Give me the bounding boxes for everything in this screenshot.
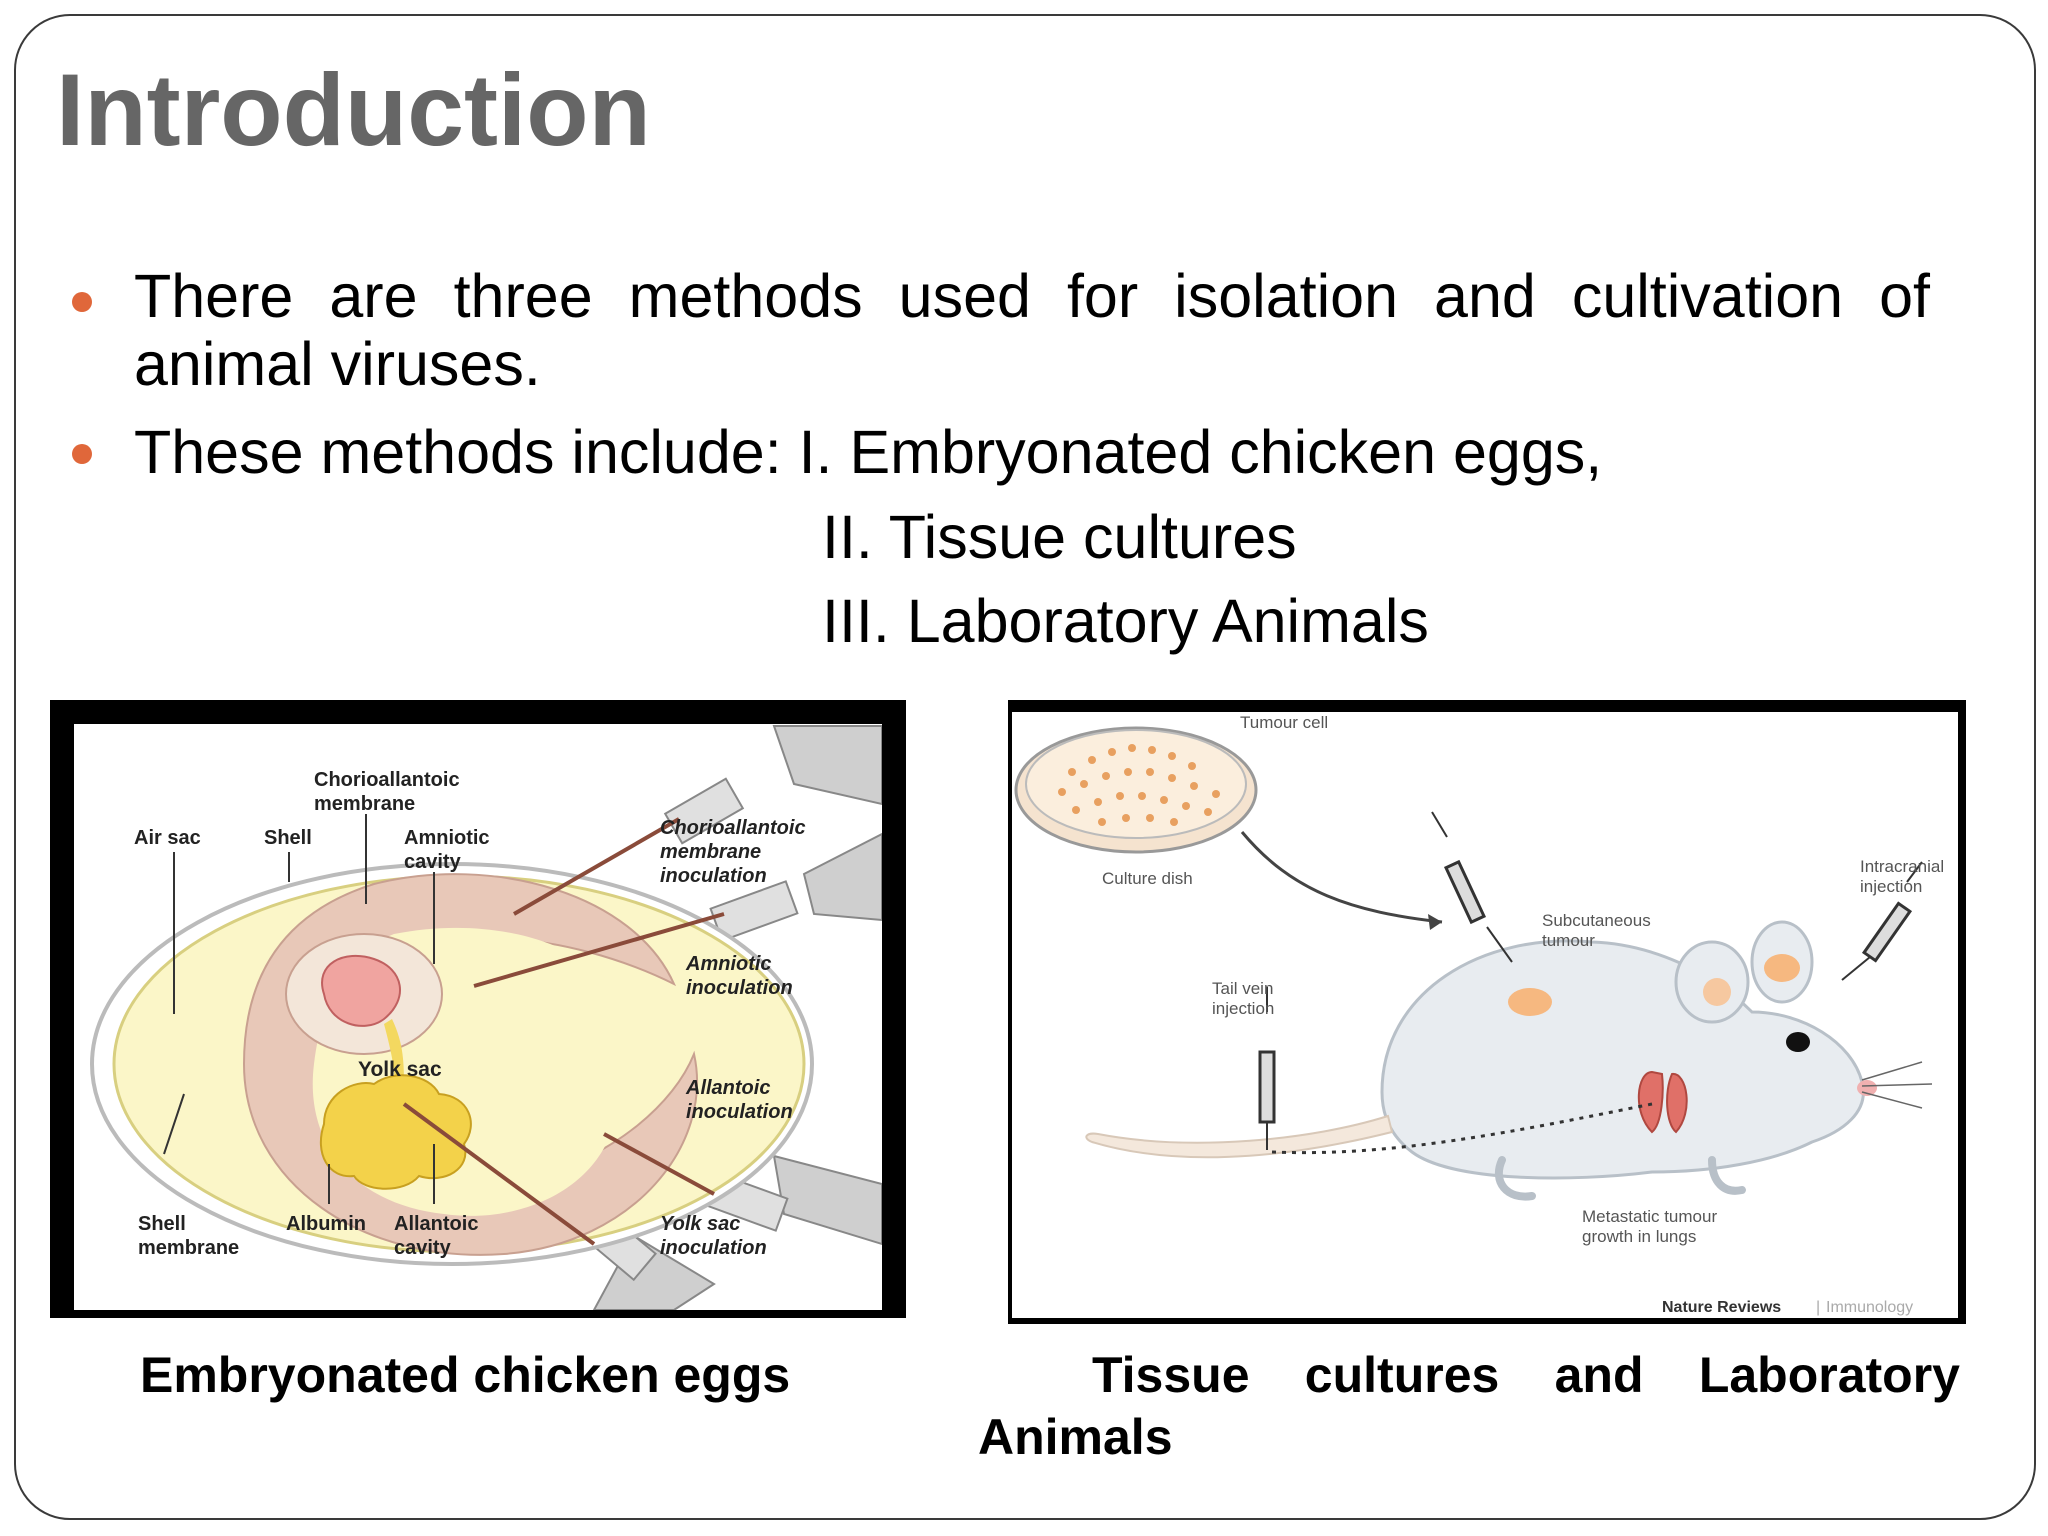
label-intracranial-2: injection [1860, 877, 1922, 896]
syringe-barrel [772, 1154, 882, 1246]
label-subcutaneous-1: Subcutaneous [1542, 911, 1651, 930]
mouse-figure-caption-line1: Tissue cultures and Laboratory [1092, 1347, 1960, 1403]
label-tail-vein-1: Tail vein [1212, 979, 1273, 998]
needle [603, 1132, 715, 1196]
syringe-tail-vein [1258, 1050, 1276, 1124]
needle [473, 912, 725, 988]
syringe-barrel [772, 725, 882, 806]
mouse-tail [1085, 1114, 1394, 1159]
slide-title: Introduction [56, 53, 651, 167]
label-allantoic-cavity-2: cavity [394, 1237, 452, 1259]
bullet-dot [72, 444, 92, 464]
label-albumin: Albumin [286, 1213, 366, 1235]
label-tumour-cell: Tumour cell [1240, 713, 1328, 732]
ear-pink [1703, 978, 1731, 1006]
mouse-eye [1786, 1032, 1810, 1052]
label-amniotic-inoculation-2: inoculation [686, 977, 793, 999]
bullet-text-1: There are three methods used for isolati… [134, 262, 1930, 398]
label-metastatic-2: growth in lungs [1582, 1227, 1696, 1246]
syringe-barrel [802, 832, 882, 922]
label-yolk-sac: Yolk sac [358, 1058, 442, 1081]
transfer-arrow [1240, 831, 1443, 924]
source-credit-b: Immunology [1826, 1299, 1913, 1316]
syringe-intracranial [1861, 901, 1913, 963]
label-yolk-sac-inoculation-2: inoculation [660, 1237, 767, 1259]
source-credit-a: Nature Reviews [1662, 1299, 1781, 1316]
label-tail-vein-2: injection [1212, 999, 1274, 1018]
label-subcutaneous-2: tumour [1542, 931, 1595, 950]
mouse-figure-canvas: Tumour cell Culture dish Intracranial in… [1012, 712, 1958, 1318]
pointer-line [163, 1093, 185, 1155]
syringe-subcutaneous [1443, 859, 1487, 925]
label-allantoic-inoculation-2: inoculation [686, 1101, 793, 1123]
lungs [1637, 1070, 1688, 1134]
egg-diagram: Chorioallantoic membrane Air sac Shell A… [90, 725, 882, 1310]
method-item-2: II. Tissue cultures [822, 503, 1297, 571]
egg-figure-canvas: Chorioallantoic membrane Air sac Shell A… [74, 724, 882, 1310]
embryo [321, 954, 401, 1027]
label-allantoic-inoculation-1: Allantoic [685, 1077, 770, 1099]
label-intracranial-1: Intracranial [1860, 857, 1944, 876]
label-cam-inoculation-1: Chorioallantoic [660, 817, 806, 839]
method-item-3: III. Laboratory Animals [822, 587, 1429, 655]
source-credit-sep: | [1816, 1299, 1820, 1316]
label-yolk-sac-inoculation-1: Yolk sac [660, 1213, 740, 1235]
label-shell-membrane-1: Shell [138, 1213, 186, 1235]
label-amniotic-cavity-2: cavity [404, 851, 462, 873]
mouse-leg [1708, 1156, 1746, 1195]
syringe-hub [663, 777, 745, 845]
subcutaneous-tumour [1508, 988, 1552, 1016]
label-shell-membrane-2: membrane [138, 1237, 239, 1259]
bullet-text-2: These methods include: I. Embryonated ch… [134, 418, 1603, 486]
mouse-figure-caption-line2: Animals [978, 1409, 1173, 1465]
injection-site-head [1764, 954, 1800, 982]
egg-figure-caption: Embryonated chicken eggs [140, 1347, 791, 1403]
label-amniotic-cavity-1: Amniotic [404, 827, 490, 849]
mouse-diagram: Tumour cell Culture dish Intracranial in… [1014, 713, 1944, 1316]
label-metastatic-1: Metastatic tumour [1582, 1207, 1717, 1226]
label-amniotic-inoculation-1: Amniotic [685, 953, 772, 975]
label-culture-dish: Culture dish [1102, 869, 1193, 888]
mouse-figure-frame: Tumour cell Culture dish Intracranial in… [1008, 700, 1966, 1324]
label-cam-inoculation-3: inoculation [660, 865, 767, 887]
label-shell: Shell [264, 827, 312, 849]
metastasis-path [1271, 1102, 1653, 1155]
label-chorioallantoic-membrane-2: membrane [314, 793, 415, 815]
label-air-sac: Air sac [134, 827, 201, 849]
culture-dish-rim [1025, 729, 1247, 839]
needle [513, 817, 680, 916]
mouse-leg [1494, 1156, 1536, 1201]
label-allantoic-cavity-1: Allantoic [394, 1213, 478, 1235]
arrow-head [1428, 914, 1442, 930]
label-chorioallantoic-membrane-1: Chorioallantoic [314, 769, 460, 791]
syringe-hub [709, 880, 799, 942]
label-cam-inoculation-2: membrane [660, 841, 761, 863]
bullet-dot [72, 292, 92, 312]
needle [402, 1102, 596, 1246]
egg-figure-frame: Chorioallantoic membrane Air sac Shell A… [50, 700, 906, 1318]
yolk-stalk [384, 1019, 404, 1089]
